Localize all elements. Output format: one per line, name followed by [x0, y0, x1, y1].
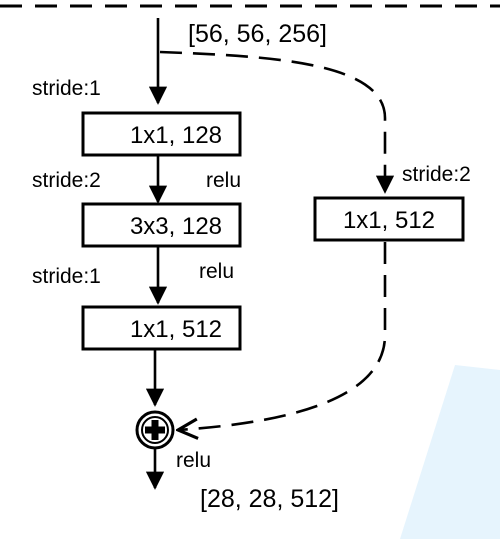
shortcut-dashed-arrow-to-add [178, 242, 387, 430]
conv3-label: 1x1, 512 [130, 316, 222, 343]
output-shape-label: [28, 28, 512] [200, 485, 339, 513]
conv1-box [81, 111, 242, 157]
shortcut-conv-box [313, 196, 465, 242]
stride-label-1: stride:1 [32, 77, 101, 100]
shortcut-stride-label: stride:2 [402, 163, 471, 186]
input-shape-label: [56, 56, 256] [188, 20, 327, 48]
relu-label-2: relu [199, 260, 234, 283]
conv3-box [81, 305, 242, 351]
conv2-box [81, 202, 242, 248]
stride-label-3: stride:1 [32, 265, 101, 288]
conv1-label: 1x1, 128 [130, 122, 222, 149]
shortcut-dashed-arrow-down [159, 50, 395, 194]
conv2-label: 3x3, 128 [130, 213, 222, 240]
background-decor-shape [400, 365, 500, 539]
add-plus-icon [135, 410, 175, 450]
relu-label-1: relu [206, 169, 241, 192]
stride-label-2: stride:2 [32, 169, 101, 192]
relu-label-final: relu [176, 449, 211, 472]
shortcut-conv-label: 1x1, 512 [343, 207, 435, 234]
